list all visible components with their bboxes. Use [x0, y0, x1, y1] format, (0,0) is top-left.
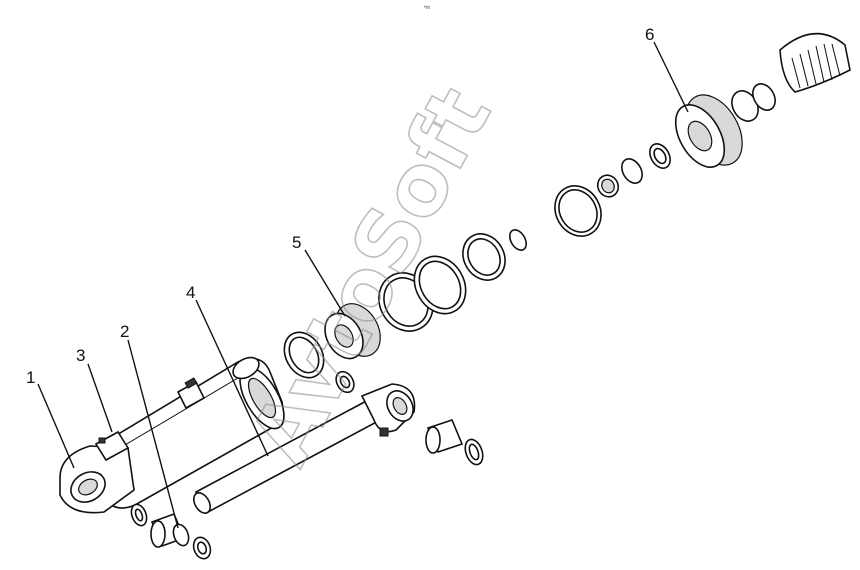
piston-rod — [193, 383, 416, 514]
leader-line-3 — [87, 363, 113, 433]
seal-rings — [283, 83, 776, 394]
clamp-collar — [779, 32, 851, 93]
leader-lines — [37, 41, 689, 529]
callout-4: 4 — [186, 283, 195, 302]
leader-line-5 — [304, 249, 346, 317]
leader-line-2 — [127, 339, 179, 529]
callout-5: 5 — [292, 233, 301, 252]
callout-2: 2 — [120, 322, 129, 341]
leader-line-6 — [653, 41, 689, 113]
callout-6: 6 — [645, 25, 654, 44]
gland-head — [674, 94, 743, 168]
cylinder-barrel — [59, 356, 285, 514]
leader-line-1 — [37, 383, 75, 469]
rod-eye-bushing-set — [425, 419, 484, 466]
callout-3: 3 — [76, 346, 85, 365]
header-mark: ªm — [424, 5, 430, 11]
leader-line-4 — [195, 299, 269, 457]
callout-1: 1 — [26, 368, 35, 387]
piston — [324, 303, 381, 360]
